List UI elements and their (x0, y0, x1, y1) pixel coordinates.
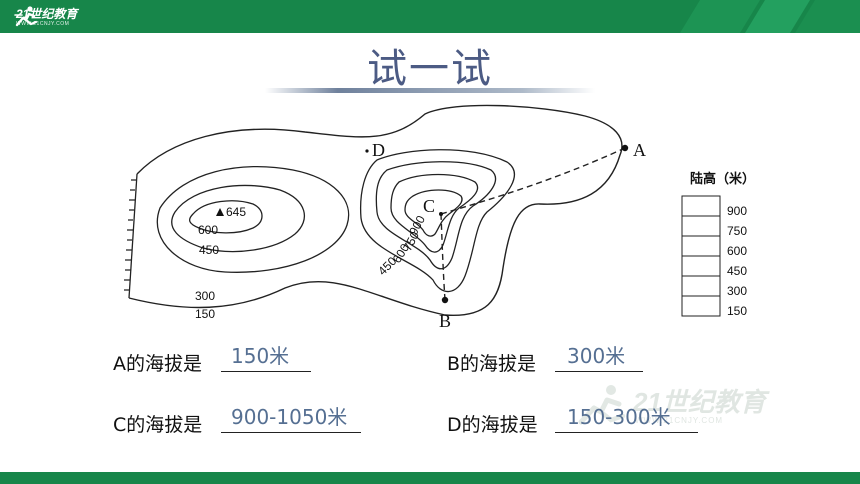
contour-450-left (171, 184, 305, 253)
legend-label-150: 150 (727, 304, 747, 318)
question-c-label: C的海拔是 (113, 414, 203, 436)
question-d-blank[interactable] (555, 432, 698, 433)
header-stripes (680, 0, 860, 33)
legend-label-600: 600 (727, 244, 747, 258)
legend-swatch-150 (681, 295, 721, 317)
footer-bar (0, 472, 860, 484)
contour-label-300-left: 300 (195, 289, 215, 303)
watermark-text: 21世纪教育 (633, 387, 766, 417)
legend-swatch-300 (681, 275, 721, 297)
legend-swatch-900 (681, 195, 721, 217)
question-b-blank[interactable] (555, 371, 643, 372)
contour-750-right (390, 173, 479, 253)
ridge-line-to-b (440, 213, 446, 301)
header-bar: 21世纪教育 WWW.21CNJY.COM (0, 0, 860, 33)
contour-150 (128, 104, 623, 316)
legend-title: 陆高（米） (690, 171, 755, 187)
point-c-marker (439, 212, 443, 216)
contour-label-600-left: 600 (198, 223, 218, 237)
point-b-label: B (439, 311, 451, 331)
watermark: 21世纪教育 WWW.21CNJY.COM (575, 382, 766, 431)
contour-300 (156, 165, 350, 273)
watermark-runner-icon (578, 385, 626, 425)
question-a-blank[interactable] (221, 371, 311, 372)
question-c-answer: 900-1050米 (231, 405, 348, 429)
legend-swatch-450 (681, 255, 721, 277)
runner-logo-icon (14, 6, 38, 27)
legend-label-750: 750 (727, 224, 747, 238)
legend-swatch-750 (681, 215, 721, 237)
summit-triangle-icon (216, 208, 224, 216)
legend-label-900: 900 (727, 204, 747, 218)
legend-label-450: 450 (727, 264, 747, 278)
point-c-label: C (423, 196, 435, 216)
summit-elevation-label: 645 (226, 205, 246, 219)
legend-label-300: 300 (727, 284, 747, 298)
point-d-marker (365, 149, 369, 153)
question-a-label: A的海拔是 (113, 353, 202, 375)
question-a-answer: 150米 (231, 344, 290, 368)
question-d: D的海拔是 150-300米 (447, 403, 707, 439)
point-d-label: D (372, 140, 385, 160)
legend-swatch-600 (681, 235, 721, 257)
point-a-marker (621, 144, 629, 152)
question-a: A的海拔是 150米 (113, 342, 333, 378)
logo-url: WWW.21CNJY.COM (16, 20, 70, 27)
point-a-label: A (633, 140, 646, 160)
question-c: C的海拔是 900-1050米 (113, 403, 373, 439)
contour-label-450-left: 450 (199, 243, 219, 257)
map-left-edge (124, 173, 138, 299)
question-d-answer: 150-300米 (567, 405, 671, 429)
contour-600-left (188, 200, 263, 234)
contour-map: A B C D 645 600 450 300 150 900 750 600 … (124, 104, 755, 331)
contour-900-right (404, 189, 463, 237)
question-b-answer: 300米 (567, 344, 626, 368)
question-b: B的海拔是 300米 (447, 342, 667, 378)
question-b-label: B的海拔是 (447, 353, 537, 375)
contour-label-150-left: 150 (195, 307, 215, 321)
watermark-url: WWW.21CNJY.COM (635, 416, 724, 425)
contour-600-right (375, 161, 497, 270)
page-title: 试一试 (367, 46, 493, 92)
contour-450-right (359, 149, 515, 293)
elevation-legend: 陆高（米） 900 750 600 450 300 150 (681, 171, 755, 318)
question-d-label: D的海拔是 (447, 414, 538, 436)
ridge-line-to-a (440, 147, 626, 215)
logo[interactable]: 21世纪教育 WWW.21CNJY.COM (14, 5, 77, 29)
point-b-marker (441, 296, 449, 304)
question-c-blank[interactable] (221, 432, 361, 433)
title-underline (265, 88, 595, 93)
